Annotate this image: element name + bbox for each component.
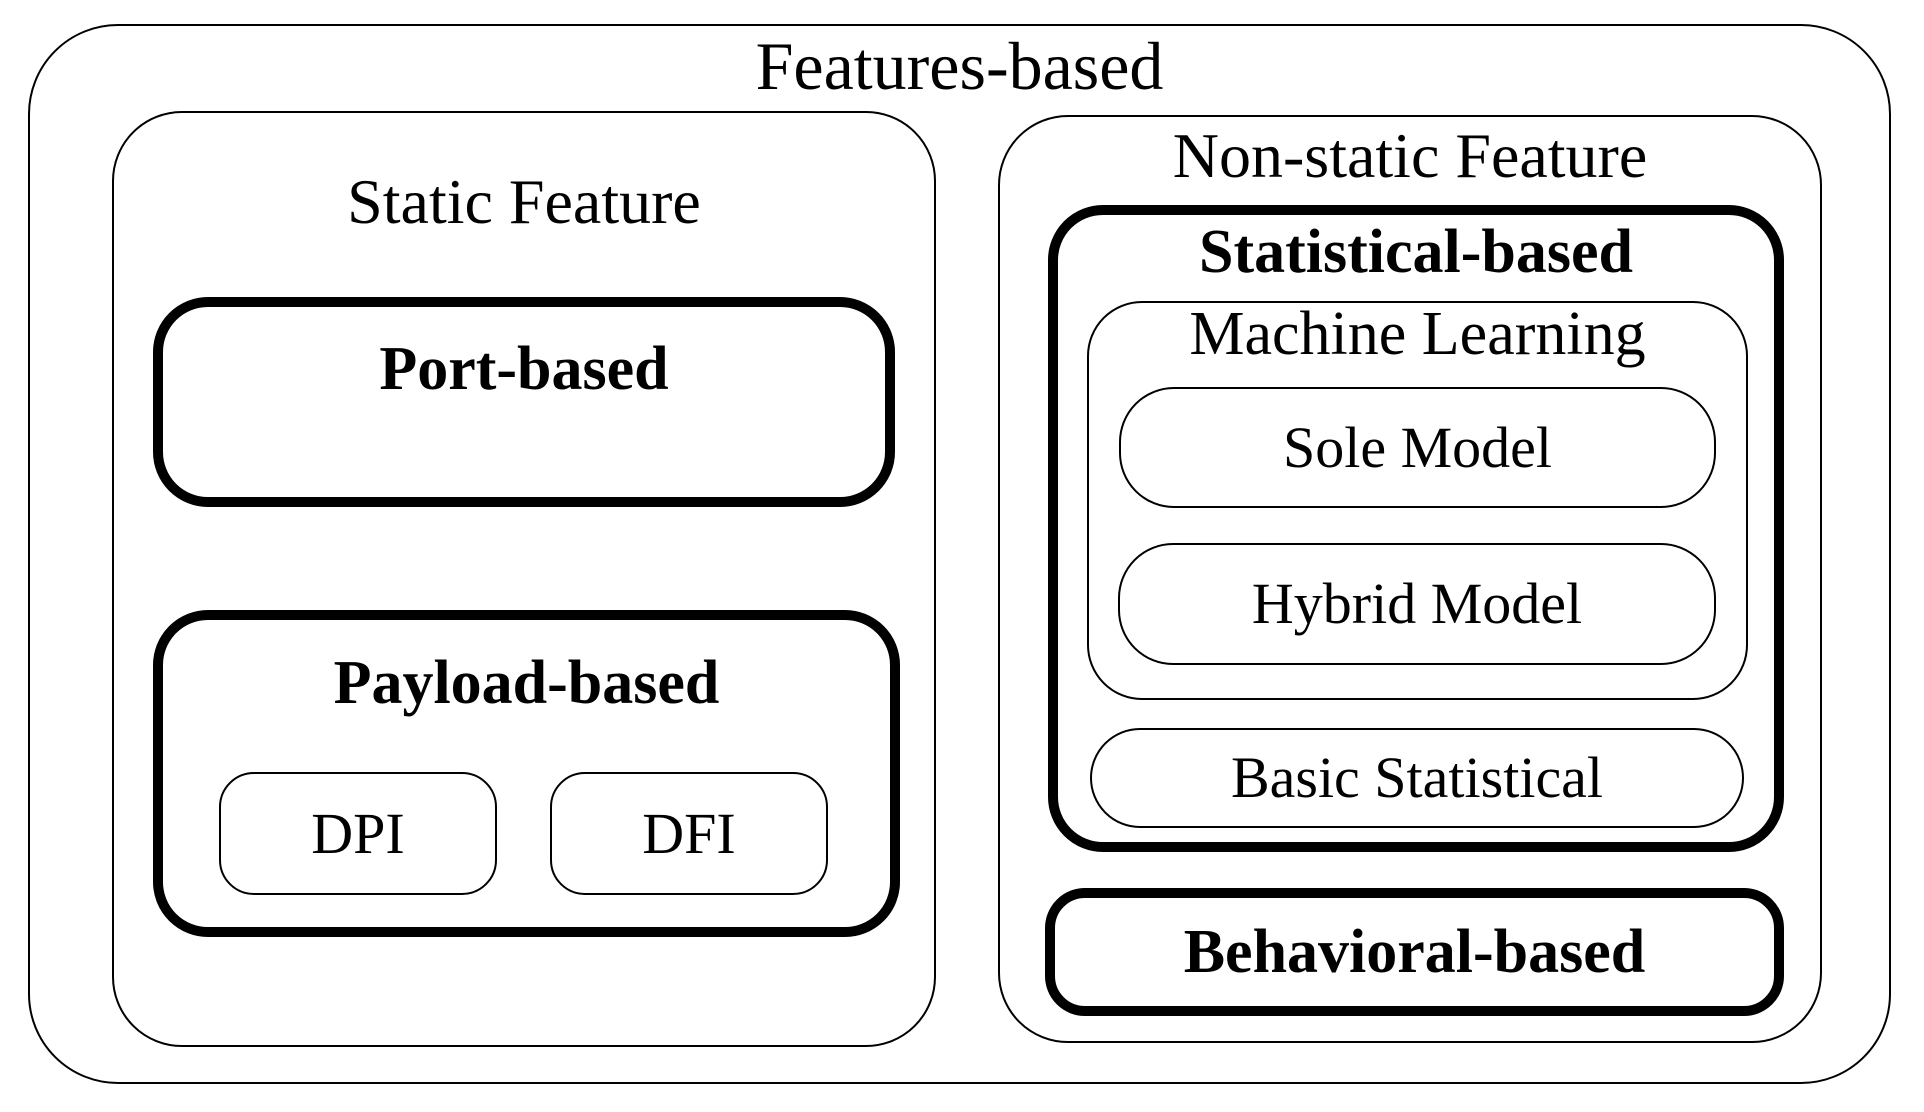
behavioral-based-label: Behavioral-based xyxy=(1183,918,1646,986)
sole-model-label: Sole Model xyxy=(1282,414,1553,480)
basic-statistical-box: Basic Statistical xyxy=(1090,728,1744,828)
statistical-based-label: Statistical-based xyxy=(1199,218,1633,286)
dpi-label: DPI xyxy=(311,800,405,866)
port-based-label: Port-based xyxy=(379,335,669,403)
port-based-box xyxy=(153,297,895,507)
dpi-box: DPI xyxy=(219,772,497,895)
non-static-feature-box xyxy=(998,115,1822,1043)
static-feature-box xyxy=(112,111,936,1047)
statistical-based-box xyxy=(1048,205,1784,852)
features-based-label: Features-based xyxy=(755,28,1164,104)
payload-based-label: Payload-based xyxy=(333,649,720,717)
static-feature-label: Static Feature xyxy=(347,166,701,237)
dfi-label: DFI xyxy=(642,800,736,866)
machine-learning-label: Machine Learning xyxy=(1189,300,1646,368)
sole-model-box: Sole Model xyxy=(1119,387,1716,508)
behavioral-based-box: Behavioral-based xyxy=(1045,888,1784,1016)
basic-statistical-label: Basic Statistical xyxy=(1230,745,1604,810)
features-based-box xyxy=(28,24,1891,1084)
hybrid-model-box: Hybrid Model xyxy=(1118,543,1716,665)
payload-based-box xyxy=(153,610,900,937)
non-static-feature-label: Non-static Feature xyxy=(1172,120,1648,191)
dfi-box: DFI xyxy=(550,772,828,895)
hybrid-model-label: Hybrid Model xyxy=(1251,571,1583,636)
machine-learning-box xyxy=(1087,301,1748,700)
